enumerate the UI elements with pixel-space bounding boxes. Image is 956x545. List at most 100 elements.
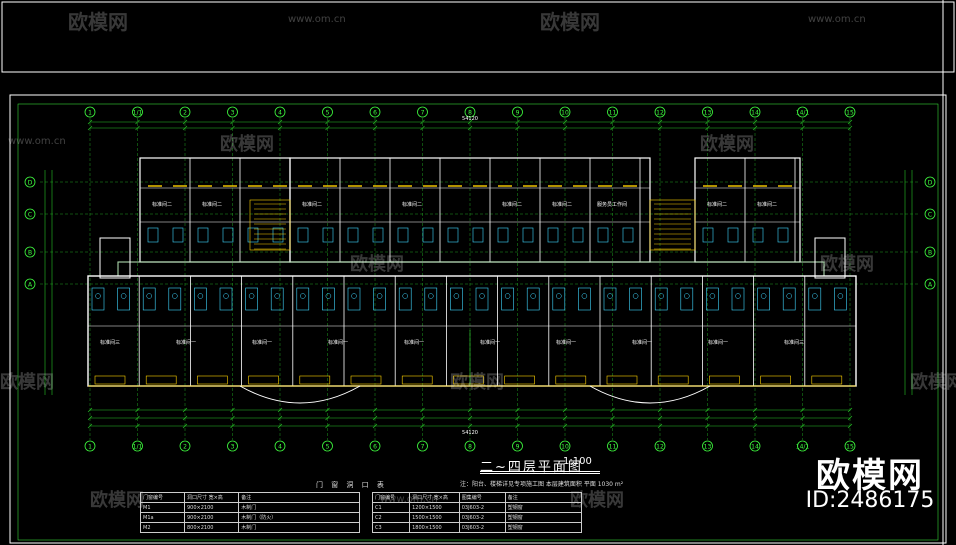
- row-label: A: [928, 282, 933, 289]
- room-label: 标准间二: [402, 201, 422, 208]
- watermark-logo: 欧模网: [90, 490, 144, 511]
- axis-label: 5: [326, 444, 330, 451]
- axis-label: 5: [326, 110, 330, 117]
- building-plan: [87, 157, 857, 404]
- axis-bubble: [464, 440, 476, 452]
- bathroom-fixture: [245, 287, 258, 311]
- dimension-tick: [135, 415, 140, 421]
- dimension-tick: [705, 407, 710, 413]
- bathroom-fixture: [552, 287, 566, 311]
- bathroom-fixture: [247, 227, 259, 243]
- axis-bubble: [512, 440, 523, 452]
- bathroom-fixture: [147, 227, 159, 243]
- room-label: 标准间一: [480, 339, 500, 346]
- dimension-tick: [325, 119, 330, 125]
- toilet: [556, 293, 562, 299]
- axis-bubble: [132, 440, 143, 452]
- axis-label: 14: [751, 444, 759, 451]
- axis-label: 1/1: [133, 444, 143, 451]
- schedule-cell: 1800×1500: [409, 522, 460, 533]
- axis-label: 15: [846, 110, 854, 117]
- balcony: [350, 375, 382, 385]
- sheet-frame: [9, 94, 947, 544]
- dimension-tick: [847, 119, 853, 125]
- axis-label: 14/1: [796, 444, 810, 451]
- toilet: [300, 293, 306, 299]
- dimension-tick: [372, 407, 378, 413]
- bathroom-fixture: [472, 227, 484, 243]
- dimension-tick: [135, 125, 140, 131]
- schedule-cell: 木制门（防火）: [238, 512, 360, 523]
- bathroom-fixture: [752, 227, 764, 243]
- dimension-tick: [372, 423, 378, 429]
- schedule-cell: 塑钢窗: [504, 522, 583, 533]
- bathroom-fixture: [447, 227, 459, 243]
- room-label: 标准间一: [328, 339, 348, 346]
- bathroom-fixture: [372, 227, 384, 243]
- dimension-tick: [610, 423, 615, 429]
- schedule-header-cell: 洞口尺寸 宽×高: [409, 492, 460, 503]
- curved-balcony: [239, 385, 361, 404]
- asset-id: ID:2486175: [805, 488, 935, 513]
- axis-bubble: [322, 106, 333, 118]
- schedule-header-row: 门窗编号洞口尺寸 宽×高图集编号备注: [371, 492, 583, 503]
- drawing-note: 注：阳台、楼梯详见专项施工图 本层建筑面积 平面 1030 m²: [460, 481, 624, 488]
- dimension-tick: [182, 125, 188, 131]
- balcony: [197, 375, 228, 385]
- toilet: [812, 293, 818, 299]
- bathroom-fixture: [347, 287, 361, 311]
- toilet: [530, 293, 536, 299]
- balcony: [248, 375, 279, 385]
- axis-bubble: [797, 440, 808, 452]
- watermark-logo: 欧模网: [820, 254, 874, 275]
- axis-bubble: [749, 440, 761, 452]
- room-label: 标准间二: [152, 201, 172, 208]
- schedule-header-row: 门窗编号洞口尺寸 宽×高备注: [140, 492, 360, 503]
- dimension-tick: [752, 415, 758, 421]
- schedule-cell: C1: [371, 502, 411, 513]
- schedule-cell: M1a: [140, 512, 185, 523]
- bathroom-fixture: [578, 287, 591, 311]
- schedule-cell: C3: [371, 522, 411, 533]
- bathroom-fixture: [422, 227, 434, 243]
- axis-bubble: [227, 440, 238, 452]
- toilet: [274, 293, 280, 299]
- dimension-tick: [562, 415, 568, 421]
- room-label: 标准间一: [556, 339, 576, 346]
- axis-bubble: [417, 106, 428, 118]
- axis-bubble: [179, 440, 191, 452]
- bathroom-fixture: [222, 227, 234, 243]
- dimension-tick: [847, 407, 853, 413]
- room-label: 标准间二: [552, 201, 572, 208]
- dimension-tick: [467, 423, 473, 429]
- room-label: 标准间一: [404, 339, 424, 346]
- dimension-tick: [230, 119, 235, 125]
- axis-label: 11: [609, 110, 617, 117]
- toilet: [684, 293, 690, 299]
- bathroom-fixture: [497, 227, 509, 243]
- toilet: [146, 293, 152, 299]
- schedule-header-cell: 门窗编号: [140, 492, 185, 503]
- bathroom-fixture: [680, 287, 694, 311]
- toilet: [325, 293, 332, 299]
- schedule-cell: 塑钢窗: [504, 502, 583, 513]
- dimension-tick: [135, 423, 140, 429]
- axis-label: 14: [751, 110, 759, 117]
- dimension-tick: [277, 119, 283, 125]
- dimension-tick: [87, 119, 93, 125]
- dimension-tick: [705, 423, 710, 429]
- bathroom-fixture: [572, 227, 584, 243]
- room-label: 标准间二: [302, 201, 322, 208]
- watermark-logo: 欧模网: [350, 254, 404, 275]
- toilet: [120, 293, 127, 299]
- axis-label: 3: [231, 444, 235, 451]
- room-labels: 标准间二标准间二标准间二标准间二标准间二标准间二服务员工作间标准间二标准间二标准…: [100, 201, 804, 346]
- axis-bubble: [369, 440, 381, 452]
- bathroom-fixture: [424, 287, 438, 311]
- watermark-logo: 欧模网: [220, 134, 274, 155]
- axis-bubble: [369, 106, 381, 118]
- toilet: [248, 293, 255, 299]
- bathroom-fixture: [727, 227, 739, 243]
- toilet: [351, 293, 357, 299]
